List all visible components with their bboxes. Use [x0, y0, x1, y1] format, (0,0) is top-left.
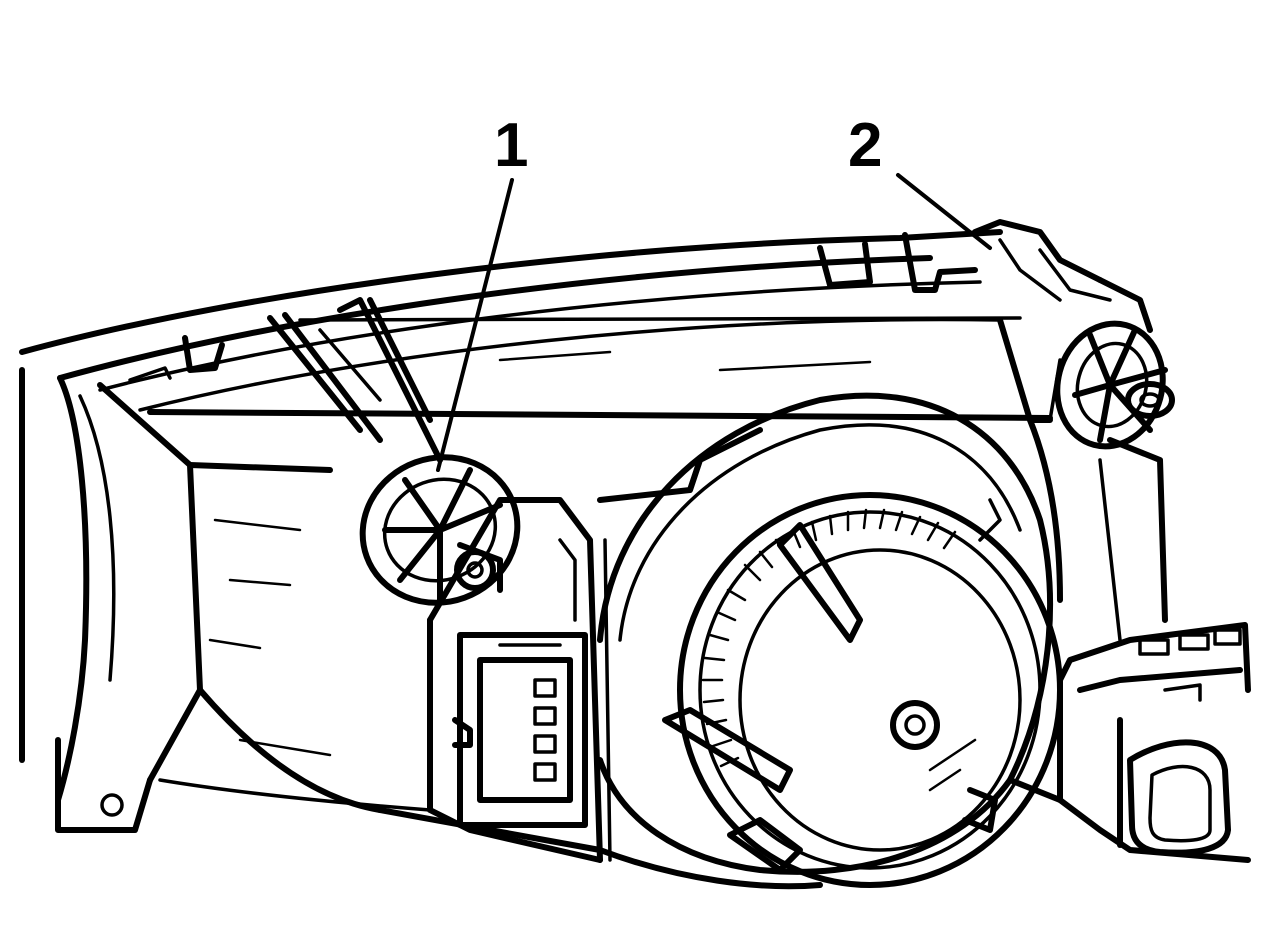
bulb-back-cover: [597, 392, 1063, 888]
callout-1-label: 1: [494, 111, 528, 180]
wiring-harness: [267, 297, 443, 463]
adjuster-knob-2: [1048, 320, 1175, 450]
top-clips: [128, 219, 1153, 382]
callout-2-label: 2: [848, 111, 882, 180]
headlamp-housing: [19, 229, 1168, 890]
callout-2-leader: [896, 173, 992, 250]
electrical-connector: [427, 497, 603, 863]
side-lamp-unit: [1007, 622, 1251, 863]
callout-1-leader: [436, 178, 514, 472]
